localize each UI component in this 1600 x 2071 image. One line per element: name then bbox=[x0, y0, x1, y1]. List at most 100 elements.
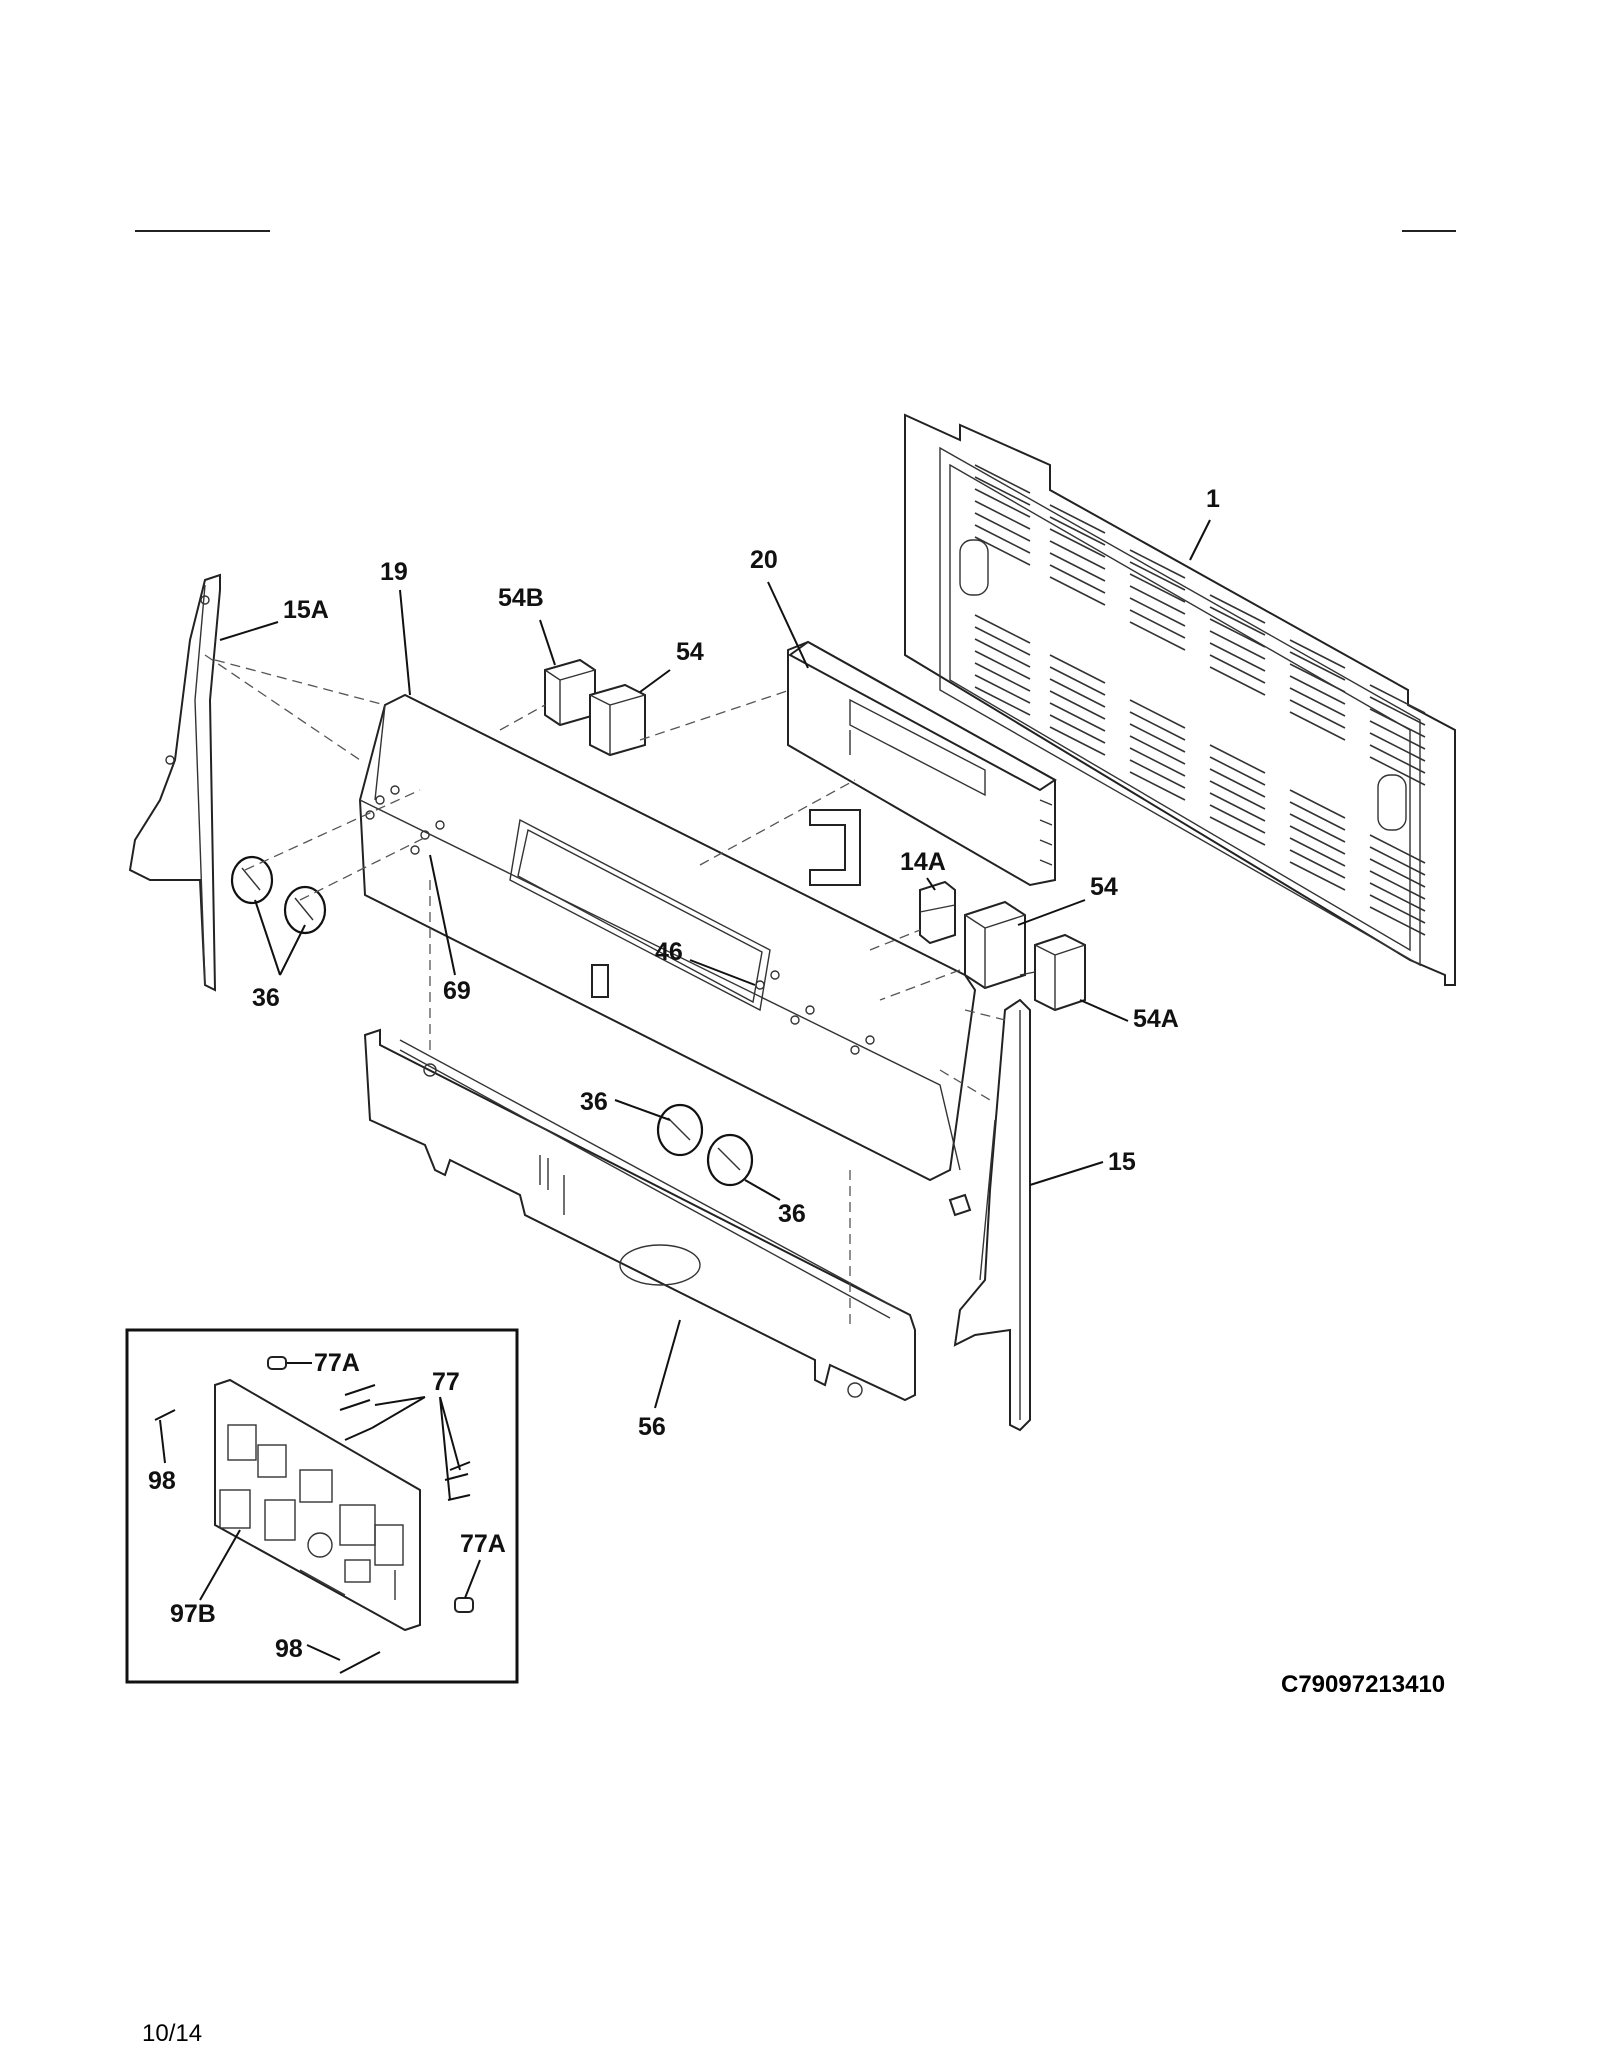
page-date: 10/14 bbox=[142, 2020, 203, 2047]
vent-slot bbox=[974, 464, 1031, 494]
vent-slot bbox=[1049, 678, 1106, 708]
callout-1: 1 bbox=[1206, 485, 1220, 513]
vent-slot bbox=[1369, 906, 1426, 936]
vent-slot bbox=[1129, 723, 1186, 753]
callout-54a: 54A bbox=[1133, 1005, 1179, 1033]
vent-slot bbox=[1369, 834, 1426, 864]
callout-labels: 1 19 20 54B 54 15A 14A 54 54A 46 69 36 3… bbox=[148, 485, 1220, 1663]
vent-slot bbox=[1209, 642, 1266, 672]
switch-part-54a bbox=[1019, 933, 1086, 1012]
vent-slot bbox=[974, 674, 1031, 704]
vent-slot bbox=[1209, 768, 1266, 798]
vent-slot bbox=[1209, 630, 1266, 660]
alignment-lines bbox=[204, 654, 1006, 1330]
vent-slot bbox=[974, 626, 1031, 656]
vent-slot bbox=[1369, 684, 1426, 714]
vent-slot bbox=[1369, 732, 1426, 762]
callout-97b: 97B bbox=[170, 1600, 216, 1628]
vent-slot bbox=[1129, 585, 1186, 615]
vent-slot bbox=[1129, 549, 1186, 579]
vent-slot bbox=[974, 662, 1031, 692]
side-bracket-part-15 bbox=[948, 998, 1031, 1432]
callout-14a: 14A bbox=[900, 848, 946, 876]
vent-slot bbox=[1209, 804, 1266, 834]
rear-panel-part-1 bbox=[904, 413, 1456, 986]
vent-slot bbox=[1049, 504, 1106, 534]
vent-slot bbox=[1209, 756, 1266, 786]
vent-slot bbox=[974, 536, 1031, 566]
vent-slot bbox=[1289, 687, 1346, 717]
vent-slot bbox=[1289, 651, 1346, 681]
vent-slot bbox=[1289, 789, 1346, 819]
vent-slot bbox=[1129, 573, 1186, 603]
vent-slot bbox=[1209, 666, 1266, 696]
vent-slot bbox=[1369, 870, 1426, 900]
vent-slot bbox=[1289, 837, 1346, 867]
vent-slot bbox=[1049, 576, 1106, 606]
vent-slot bbox=[1369, 708, 1426, 738]
vent-slot bbox=[1209, 654, 1266, 684]
callout-54b: 54B bbox=[498, 584, 544, 612]
vent-slot bbox=[1369, 882, 1426, 912]
vent-slot bbox=[1209, 744, 1266, 774]
vent-slot bbox=[1289, 801, 1346, 831]
vent-slot bbox=[1049, 564, 1106, 594]
vent-slot bbox=[1369, 858, 1426, 888]
callout-77: 77 bbox=[432, 1368, 460, 1396]
vent-slot bbox=[1049, 690, 1106, 720]
vent-slot bbox=[1129, 759, 1186, 789]
vent-slot bbox=[1289, 825, 1346, 855]
vent-slot bbox=[1049, 516, 1106, 546]
control-board-inset bbox=[125, 1328, 519, 1684]
vent-slot bbox=[1129, 561, 1186, 591]
callout-54-top: 54 bbox=[676, 638, 704, 666]
vent-slot bbox=[1369, 756, 1426, 786]
callout-36-right: 36 bbox=[778, 1200, 806, 1228]
callout-36-middle: 36 bbox=[580, 1088, 608, 1116]
vent-slot bbox=[1129, 771, 1186, 801]
vent-slot bbox=[974, 650, 1031, 680]
callout-15a: 15A bbox=[283, 596, 329, 624]
mounting-plate-part-56 bbox=[363, 1028, 916, 1402]
vent-slot bbox=[974, 488, 1031, 518]
knob-part-36-left bbox=[230, 855, 327, 935]
vent-slots bbox=[974, 464, 1426, 936]
vent-slot bbox=[1049, 666, 1106, 696]
vent-slot bbox=[1209, 816, 1266, 846]
vent-slot bbox=[1129, 699, 1186, 729]
display-housing-part-20 bbox=[787, 640, 1057, 887]
vent-slot bbox=[1049, 540, 1106, 570]
vent-slot bbox=[1289, 861, 1346, 891]
vent-slot bbox=[1209, 606, 1266, 636]
vent-slot bbox=[1369, 744, 1426, 774]
callout-19: 19 bbox=[380, 558, 408, 586]
vent-slot bbox=[1289, 813, 1346, 843]
vent-slot bbox=[1209, 792, 1266, 822]
vent-slot bbox=[1289, 663, 1346, 693]
callout-98-bottom: 98 bbox=[275, 1635, 303, 1663]
vent-slot bbox=[1209, 618, 1266, 648]
vent-slot bbox=[1049, 726, 1106, 756]
knob-part-36-middle bbox=[656, 1103, 704, 1157]
vent-slot bbox=[1289, 639, 1346, 669]
vent-slot bbox=[1049, 552, 1106, 582]
vent-slot bbox=[1289, 675, 1346, 705]
vent-slot bbox=[1369, 894, 1426, 924]
callout-77a-bottom: 77A bbox=[460, 1530, 506, 1558]
vent-slot bbox=[1289, 849, 1346, 879]
control-panel-part-19 bbox=[358, 693, 977, 1182]
vent-slot bbox=[1209, 780, 1266, 810]
vent-slot bbox=[1369, 846, 1426, 876]
drawing-code: C79097213410 bbox=[1281, 1671, 1446, 1698]
callout-46: 46 bbox=[655, 938, 683, 966]
callout-98-left: 98 bbox=[148, 1467, 176, 1495]
knob-part-36-right bbox=[706, 1133, 754, 1187]
side-bracket-part-15a bbox=[128, 573, 221, 992]
vent-slot bbox=[974, 614, 1031, 644]
vent-slot bbox=[1049, 702, 1106, 732]
vent-slot bbox=[1129, 747, 1186, 777]
vent-slot bbox=[974, 686, 1031, 716]
header-rule-left bbox=[135, 230, 270, 232]
vent-slot bbox=[1129, 597, 1186, 627]
